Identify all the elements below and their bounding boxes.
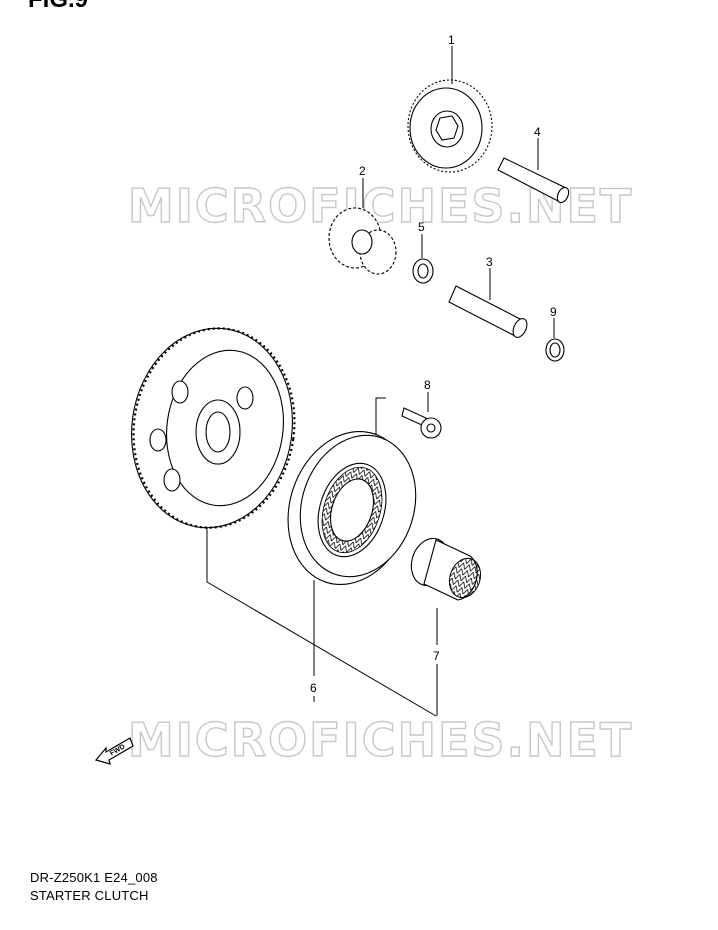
part-1-gear[interactable]	[407, 79, 493, 173]
part-8-bolt[interactable]	[401, 407, 442, 439]
callout-7[interactable]: 7	[433, 649, 440, 663]
callout-6[interactable]: 6	[310, 681, 317, 695]
part-9-circlip[interactable]	[545, 338, 565, 362]
callout-1[interactable]: 1	[448, 33, 455, 47]
callout-5[interactable]: 5	[418, 220, 425, 234]
diagram-name: STARTER CLUTCH	[30, 888, 149, 903]
part-3-shaft[interactable]	[448, 285, 530, 340]
part-4-shaft[interactable]	[497, 157, 571, 204]
part-2-gear[interactable]	[328, 207, 397, 275]
callout-3[interactable]: 3	[486, 255, 493, 269]
bracket-assembly	[206, 528, 437, 717]
watermark-bottom: MICROFICHES.NET	[128, 713, 633, 767]
figure-label: FIG.9	[28, 0, 88, 14]
diagram-code: DR-Z250K1 E24_008	[30, 870, 158, 885]
part-5-washer[interactable]	[412, 258, 434, 284]
part-6-clutch-housing[interactable]	[269, 415, 434, 600]
callout-8[interactable]: 8	[424, 378, 431, 392]
callout-4[interactable]: 4	[534, 125, 541, 139]
starter-driven-gear[interactable]	[119, 318, 307, 538]
part-7-needle-bearing[interactable]	[405, 534, 485, 602]
callout-9[interactable]: 9	[550, 305, 557, 319]
callout-2[interactable]: 2	[359, 164, 366, 178]
